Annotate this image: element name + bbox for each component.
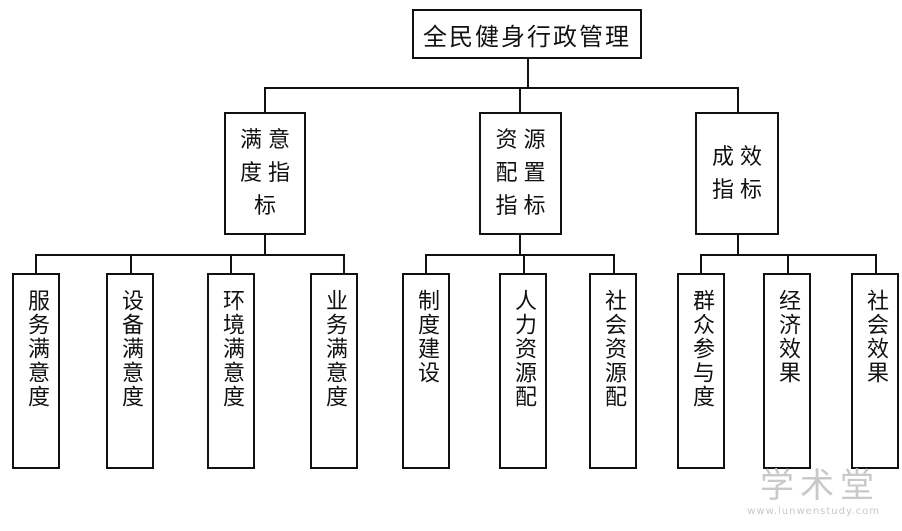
watermark: 学术堂 www.lunwenstudy.com (747, 468, 880, 517)
leaf-service-satisfaction: 服务满意度 (12, 273, 60, 469)
leaf-social-effect-label: 社会效果 (863, 289, 888, 385)
connector-leaf-2 (130, 254, 132, 274)
connector-level1-bar (264, 87, 739, 89)
leaf-business-satisfaction-label: 业务满意度 (322, 289, 347, 409)
leaf-public-participation-label: 群众参与度 (689, 289, 714, 409)
indicator-effectiveness-label: 成效指标 (711, 144, 768, 203)
leaf-social-resources-label: 社会资源配 (601, 289, 626, 409)
connector-leaf-3 (230, 254, 232, 274)
leaf-human-resources: 人力资源配 (499, 273, 547, 469)
leaf-economic-effect: 经济效果 (763, 273, 811, 469)
connector-leaf-9 (787, 254, 789, 274)
connector-satisfaction-bar (35, 254, 345, 256)
indicator-resource-allocation-label: 资源配置指标 (495, 128, 552, 219)
connector-leaf-10 (875, 254, 877, 274)
connector-root-down (527, 58, 529, 89)
leaf-social-effect: 社会效果 (851, 273, 899, 469)
leaf-business-satisfaction: 业务满意度 (310, 273, 358, 469)
connector-leaf-6 (523, 254, 525, 274)
leaf-system-building: 制度建设 (402, 273, 450, 469)
connector-leaf-7 (613, 254, 615, 274)
connector-leaf-8 (700, 254, 702, 274)
leaf-environment-satisfaction: 环境满意度 (207, 273, 255, 469)
indicator-effectiveness: 成效指标 (695, 112, 779, 235)
leaf-human-resources-label: 人力资源配 (511, 289, 536, 409)
connector-leaf-4 (343, 254, 345, 274)
leaf-public-participation: 群众参与度 (677, 273, 725, 469)
indicator-satisfaction: 满意度指标 (224, 112, 306, 235)
connector-to-effect (737, 87, 739, 113)
leaf-system-building-label: 制度建设 (414, 289, 439, 385)
connector-leaf-1 (35, 254, 37, 274)
watermark-url: www.lunwenstudy.com (747, 506, 880, 517)
indicator-satisfaction-label: 满意度指标 (239, 128, 296, 219)
connector-leaf-5 (425, 254, 427, 274)
connector-effect-down (737, 234, 739, 256)
connector-to-resource (519, 87, 521, 113)
root-node: 全民健身行政管理 (412, 9, 642, 59)
connector-resource-down (519, 234, 521, 256)
leaf-equipment-satisfaction-label: 设备满意度 (118, 289, 143, 409)
leaf-economic-effect-label: 经济效果 (775, 289, 800, 385)
leaf-social-resources: 社会资源配 (589, 273, 637, 469)
connector-resource-bar (425, 254, 615, 256)
connector-satisfaction-down (264, 234, 266, 256)
leaf-equipment-satisfaction: 设备满意度 (106, 273, 154, 469)
watermark-logo-text: 学术堂 (760, 466, 880, 506)
indicator-resource-allocation: 资源配置指标 (479, 112, 562, 235)
leaf-environment-satisfaction-label: 环境满意度 (219, 289, 244, 409)
leaf-service-satisfaction-label: 服务满意度 (24, 289, 49, 409)
root-label: 全民健身行政管理 (423, 22, 631, 51)
connector-to-satisfaction (264, 87, 266, 113)
